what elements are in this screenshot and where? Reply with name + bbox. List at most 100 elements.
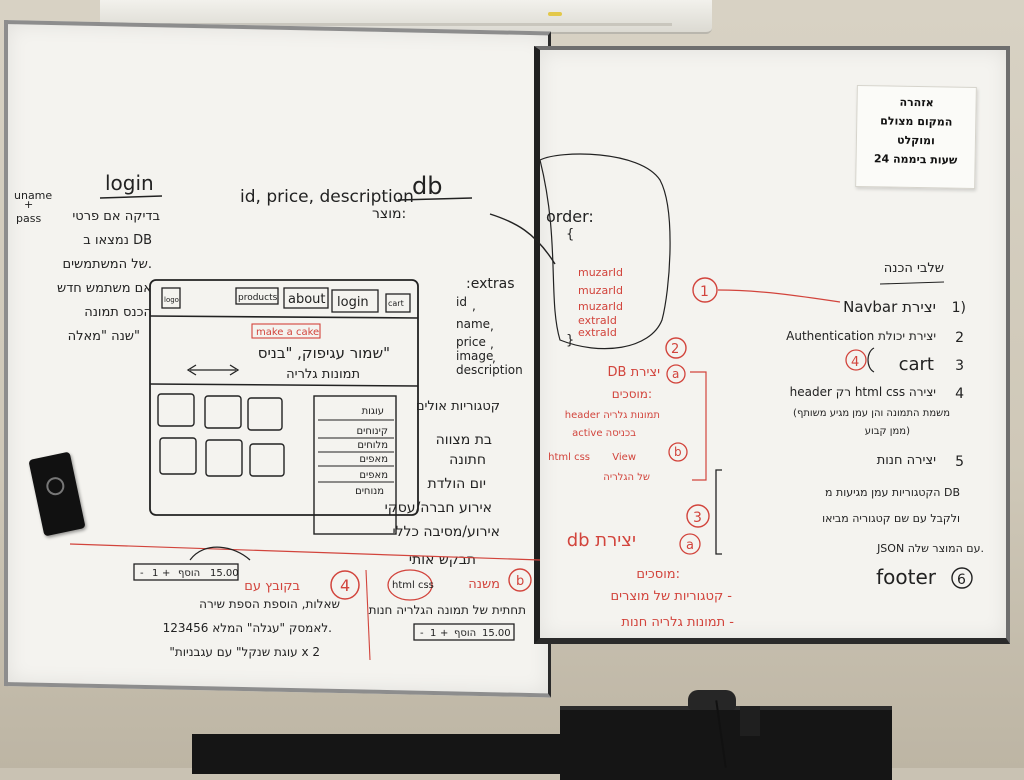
eraser-logo [44,475,67,497]
order-item: muzarId [578,300,623,313]
extras-field: description [456,363,523,377]
wireframe-logo: logo [164,296,179,304]
order-title: order: [546,207,594,226]
red-note: active בכניסה [572,428,636,439]
cart-bar2-item: - [420,628,424,639]
red-circle-number: 2 [671,342,679,357]
computer-monitor-right [560,706,892,780]
step-text: (משמת התמונה והן עמן מגיע משותף [793,408,950,419]
step-text: יצירה חנות [877,453,936,468]
cart-bar2-item: 1 [430,628,436,639]
red-db-create: DB יצירת [608,365,661,380]
computer-monitor-left [192,734,592,774]
step-text: Authentication יצירת יכולת [786,329,936,343]
step-number: 6 [957,572,966,588]
wireframe-menu-item: עוגות [362,406,384,417]
wireframe-nav-cart: cart [388,299,404,308]
cart-bar2-item: הוסף [454,628,476,639]
red-step-a: a [672,367,679,381]
order-item: extraId [578,326,617,339]
ac-indicator-light [548,12,562,16]
warning-sign: אזהרה המקום מצולם ומוקלט 24 שעות ביממה [855,84,977,190]
cart-bar-item: + [162,568,170,579]
cart-bar-item: 15.00 [210,568,239,579]
category-item: אירוע/מסיבה כללי [392,524,500,540]
product-fields: id, price, description [240,187,414,207]
pass-label: pass [16,212,41,225]
make-a-cake-label: make a cake [256,327,319,338]
category-item: בת מצווה [436,432,492,448]
step-text: footer [876,565,937,589]
step-text: ממן קבוע) [865,426,910,437]
red-note: html css [548,452,590,463]
red-list-item: קטגוריות של מוצרים - [610,589,732,604]
step-number: 4 [955,386,964,402]
step4-line: שאלות, הוספת הספת שירה [199,597,340,611]
extras-field: price [456,335,486,349]
step4-line: לאמסק "עגלה" המלא 123456. [163,621,332,635]
extras-comma: , [490,319,494,333]
cart-bar2-item: + [440,628,448,639]
extras-comma: , [490,337,494,351]
extras-field: image [456,349,493,363]
wireframe-menu-item: מלוחים [357,440,388,451]
wireframe-menu-item: מאפים [359,454,388,465]
steps-title: שלבי הכנה [884,261,944,276]
webcam [688,690,736,710]
wireframe-nav-login: login [337,295,369,310]
step-text: JSON עם המוצר שלה. [876,542,984,555]
step4-line: "עוגת שנקל" עם עגבניות x 2 [169,645,320,659]
categories-title: קטגוריות אולים [416,399,500,414]
red-circle-number: 1 [700,284,709,300]
red-note: header תמונות גלריה [565,410,660,421]
category-item: חתונה [449,452,486,468]
step-b-line: תחתית של תמונה הגלריה חנות [369,603,526,617]
uname-label: uname [14,189,52,202]
step-text: ולקבל עם שם קטגוריה מביאו [822,512,960,525]
extras-comma: , [492,351,496,365]
warning-sign-line: 24 שעות ביממה [873,152,958,167]
ac-vent [140,23,672,26]
hero-line-2: תמונות גלריה [286,367,360,382]
login-note-line: הכנס תמונה [84,305,152,320]
step-text: Navbar יצירת [843,298,936,316]
website-wireframe: logo products about login cart make a ca… [149,279,419,535]
step4-title: בקובץ עם [244,579,300,594]
red-mosach-label: מוסכים: [612,387,652,401]
login-title: login [105,171,154,195]
category-item: אירוע חברה/עסקי [385,500,492,516]
cart-bar2-item: 15.00 [482,628,511,639]
warning-sign-line: המקום מצולם [880,114,953,129]
webcam-mount [740,706,760,736]
db-title: db [412,172,442,200]
category-item: תבקש אותי [409,552,476,568]
warning-sign-line: ומוקלט [896,133,935,148]
step-text: header רק html css יצירה [790,385,936,399]
step-number: 1) [952,300,966,316]
wireframe-menu-item: מנוחים [355,486,384,497]
login-note-line: אם משתמש חדש [57,281,152,296]
extras-field: name [456,317,490,331]
step4-number: 4 [340,576,350,595]
extras-comma: , [472,299,476,313]
category-item: יום הולדת [428,476,486,492]
login-note-line: של המשתמשים. [62,257,152,272]
red-note: של הגלריה [603,472,650,483]
red-db-create-2: db יצירת [567,530,636,551]
cart-bar-item: הוסף [178,568,200,579]
hero-line-1: שמור עגיפוק, "בניס" [258,344,390,362]
red-list-item: תמונות גלריה חנות - [621,615,734,630]
login-note-line: שנה "מאלה" [68,329,140,344]
step-b-title: משנה [468,577,500,592]
step-text: הקטגוריות עמן מגיעות מ DB [825,486,960,499]
order-item: extraId [578,314,617,327]
cart-bar-item: 1 [152,568,158,579]
order-item: muzarId [578,284,623,297]
login-note-line: נמצאו ב DB [83,233,152,248]
cart-bar-item: - [140,568,144,579]
red-note: View [612,452,636,463]
red-step-a2: a [686,538,694,553]
extras-title: :extras [466,276,515,292]
order-brace-close: } [566,333,574,348]
order-brace-open: { [566,227,574,242]
